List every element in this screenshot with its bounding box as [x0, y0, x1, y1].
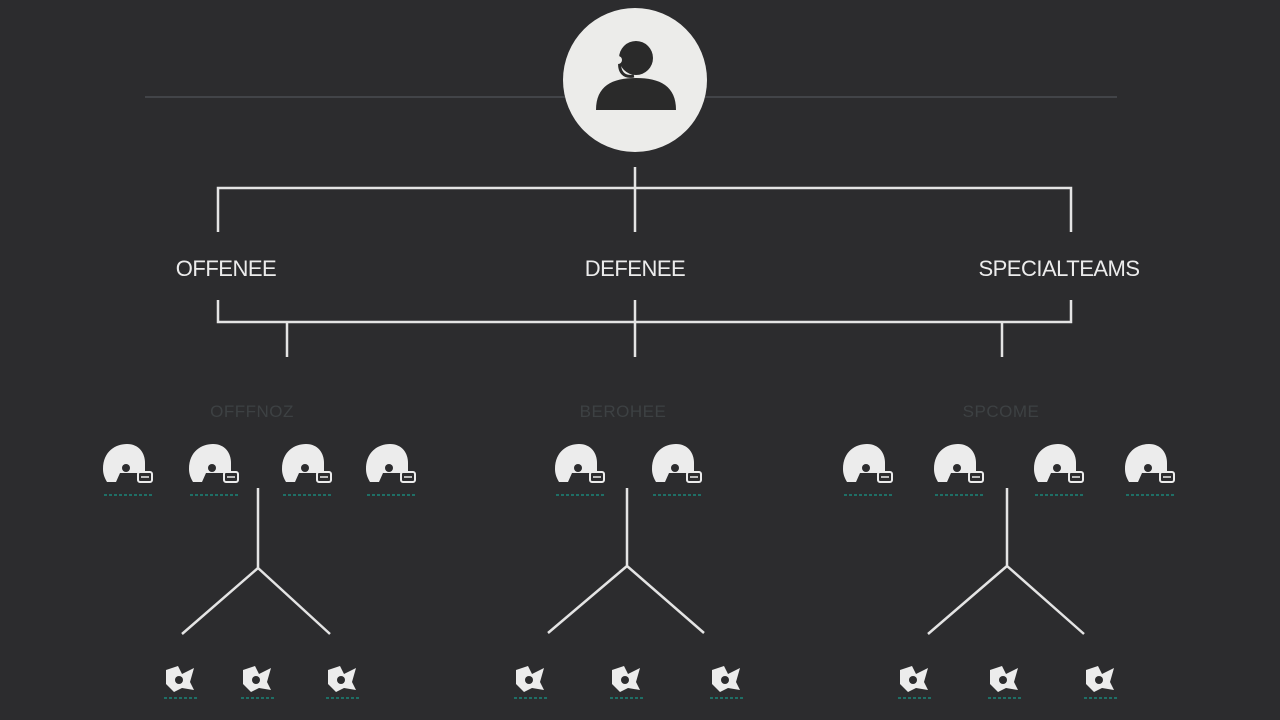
- unit-label-special-teams: SPECIALTEAMS: [978, 256, 1140, 281]
- play-diagram-icon: [988, 666, 1022, 699]
- helmet-row: [103, 444, 1175, 496]
- unit-bracket: [216, 167, 1073, 357]
- football-helmet-icon: [1034, 444, 1084, 496]
- football-helmet-icon: [282, 444, 332, 496]
- branch-forks: [181, 488, 1085, 635]
- headset-earpiece: [614, 56, 622, 64]
- play-diagram-icon: [326, 666, 360, 699]
- play-diagram-icon: [898, 666, 932, 699]
- football-helmet-icon: [189, 444, 239, 496]
- play-icon-row: [164, 666, 1118, 699]
- play-diagram-icon: [1084, 666, 1118, 699]
- play-diagram-icon: [514, 666, 548, 699]
- group-label-defense: BEROHEE: [579, 402, 667, 421]
- coach-headset-icon: [596, 41, 676, 110]
- football-helmet-icon: [1125, 444, 1175, 496]
- football-helmet-icon: [843, 444, 893, 496]
- coach-node: [563, 8, 707, 152]
- football-helmet-icon: [555, 444, 605, 496]
- football-helmet-icon: [934, 444, 984, 496]
- group-label-special-teams: SPCOME: [962, 402, 1040, 421]
- unit-label-defense: DEFENEE: [584, 256, 686, 281]
- group-label-offense: OFFFNOZ: [210, 402, 294, 421]
- play-diagram-icon: [710, 666, 744, 699]
- play-diagram-icon: [164, 666, 198, 699]
- play-diagram-icon: [241, 666, 275, 699]
- football-helmet-icon: [366, 444, 416, 496]
- unit-label-offense: OFFENEE: [175, 256, 277, 281]
- football-helmet-icon: [652, 444, 702, 496]
- football-helmet-icon: [103, 444, 153, 496]
- play-diagram-icon: [610, 666, 644, 699]
- headset-band: [615, 37, 657, 59]
